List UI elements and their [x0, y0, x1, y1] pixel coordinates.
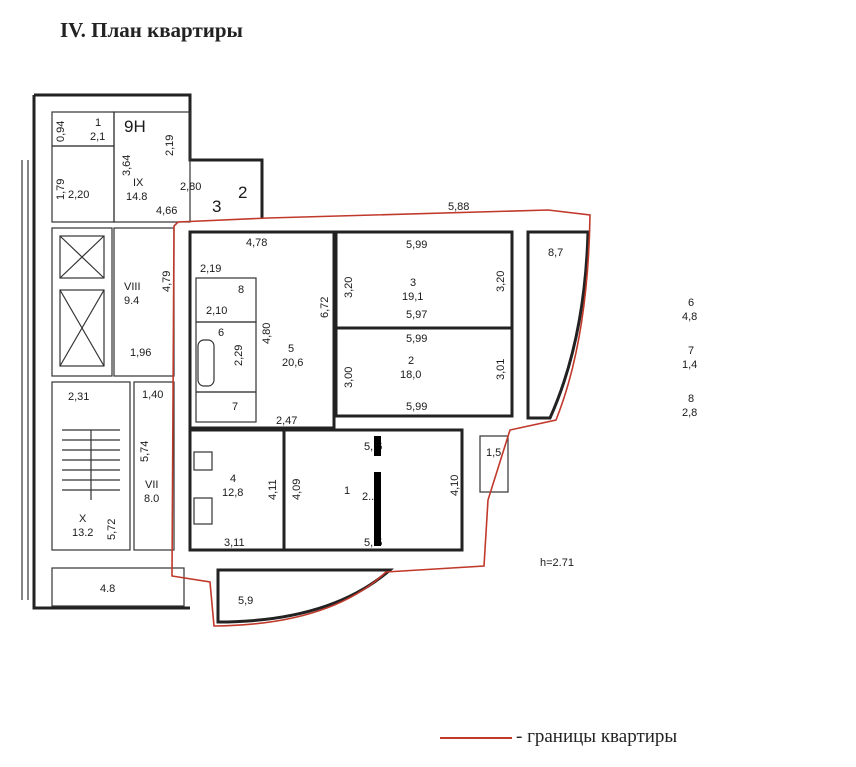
dim-1-96: 1,96 [130, 347, 151, 359]
room-3-area: 19,1 [402, 291, 423, 303]
dim-3-00: 3,00 [343, 367, 355, 388]
dim-6-72: 6,72 [319, 297, 331, 318]
redaction-mark-1 [374, 436, 381, 456]
dim-4-66: 4,66 [156, 205, 177, 217]
room-7-num: 7 [232, 401, 238, 413]
room-8-num: 8 [238, 284, 244, 296]
elevator-2 [59, 289, 105, 367]
dim-4-8: 4.8 [100, 583, 115, 595]
stairs [62, 429, 120, 500]
dim-2-20: 2,20 [68, 189, 89, 201]
side-8-area: 2,8 [682, 407, 697, 419]
balcony-small-right [479, 435, 509, 493]
dim-4-10: 4,10 [449, 475, 461, 496]
dim-2-47: 2,47 [276, 415, 297, 427]
balcony-bottom-left [51, 567, 185, 607]
mark-2: 2 [238, 183, 247, 202]
stove [193, 497, 213, 525]
room-9-area: 14.8 [126, 191, 147, 203]
room-6-box [195, 321, 257, 393]
dim-2-31: 2,31 [68, 391, 89, 403]
room-10-num: X [79, 513, 87, 525]
balcony-8-curve [526, 230, 590, 420]
room-8v-area: 9.4 [124, 295, 139, 307]
room-5-num: 5 [288, 343, 294, 355]
side-6-area: 4,8 [682, 311, 697, 323]
room-5-area: 20,6 [282, 357, 303, 369]
room-3-num: 3 [410, 277, 416, 289]
room-1-walls [282, 428, 464, 552]
dim-4-80: 4,80 [261, 323, 273, 344]
redaction-mark-2 [374, 472, 381, 546]
room-5-walls [188, 230, 336, 430]
dim-2-80: 2,80 [180, 181, 201, 193]
dim-3-20-a: 3,20 [343, 277, 355, 298]
dim-8-7: 8,7 [548, 247, 563, 259]
elevator-1 [59, 235, 105, 279]
dim-5-72: 5,72 [106, 519, 118, 540]
hall-block-9 [113, 111, 191, 223]
dim-0-94: 0,94 [55, 121, 67, 142]
height-note: h=2.71 [540, 557, 574, 569]
bathtub [197, 339, 215, 387]
dim-1-5: 1,5 [486, 447, 501, 459]
stair-block [51, 381, 131, 551]
dim-3-01: 3,01 [495, 359, 507, 380]
dim-3-11: 3,11 [224, 537, 245, 549]
room-10-area: 13.2 [72, 527, 93, 539]
dim-4-09: 4,09 [291, 479, 303, 500]
dim-2-10: 2,10 [206, 305, 227, 317]
room-6-num: 6 [218, 327, 224, 339]
side-6-num: 6 [688, 297, 694, 309]
page-title: IV. План квартиры [60, 18, 243, 42]
dim-2-29: 2,29 [233, 345, 245, 366]
dim-5-88: 5,88 [448, 201, 469, 213]
outer-wall-inner-line [21, 160, 29, 600]
room-2-area: 18,0 [400, 369, 421, 381]
legend-line [440, 736, 512, 739]
elevator-1-cross [59, 235, 105, 279]
dim-5-74: 5,74 [139, 441, 151, 462]
sink [193, 451, 213, 471]
dim-3-20-b: 3,20 [495, 271, 507, 292]
room-1-num: 1 [95, 117, 101, 129]
dim-5-97: 5,97 [406, 309, 427, 321]
room-8v-num: VIII [124, 281, 141, 293]
dim-5-99-c: 5,99 [406, 401, 427, 413]
mark-3: 3 [212, 197, 221, 216]
dim-5-99-b: 5,99 [406, 333, 427, 345]
room-7v-num: VII [145, 479, 158, 491]
legend-text: - границы квартиры [516, 726, 678, 747]
room-7-box [195, 391, 257, 423]
elevator-shaft-block [51, 227, 113, 377]
apartment-border [171, 209, 591, 627]
dim-2-19-b: 2,19 [200, 263, 221, 275]
room-2-num: 2 [408, 355, 414, 367]
room-2-walls [334, 326, 514, 418]
dim-1-40: 1,40 [142, 389, 163, 401]
side-8-num: 8 [688, 393, 694, 405]
room-4-num: 4 [230, 473, 236, 485]
dim-1-79: 1,79 [55, 179, 67, 200]
dim-3-64: 3,64 [121, 155, 133, 176]
hall-block-7v [133, 381, 175, 551]
dim-5-99-a: 5,99 [406, 239, 427, 251]
dim-4-78: 4,78 [246, 237, 267, 249]
dim-5-9: 5,9 [238, 595, 253, 607]
dim-4-11: 4,11 [267, 479, 279, 500]
room-1b-num: 1 [344, 485, 350, 497]
room-7v-area: 8.0 [144, 493, 159, 505]
dim-2-19-a: 2,19 [164, 135, 176, 156]
side-7-num: 7 [688, 345, 694, 357]
side-7-area: 1,4 [682, 359, 697, 371]
dim-4-79: 4,79 [161, 271, 173, 292]
room-4-area: 12,8 [222, 487, 243, 499]
room-9-num: IX [133, 177, 144, 189]
room-9n-num: 9Н [124, 117, 146, 136]
legend: - границы квартиры [440, 726, 677, 748]
elevator-2-cross [59, 289, 105, 367]
room-1-area: 2,1 [90, 131, 105, 143]
